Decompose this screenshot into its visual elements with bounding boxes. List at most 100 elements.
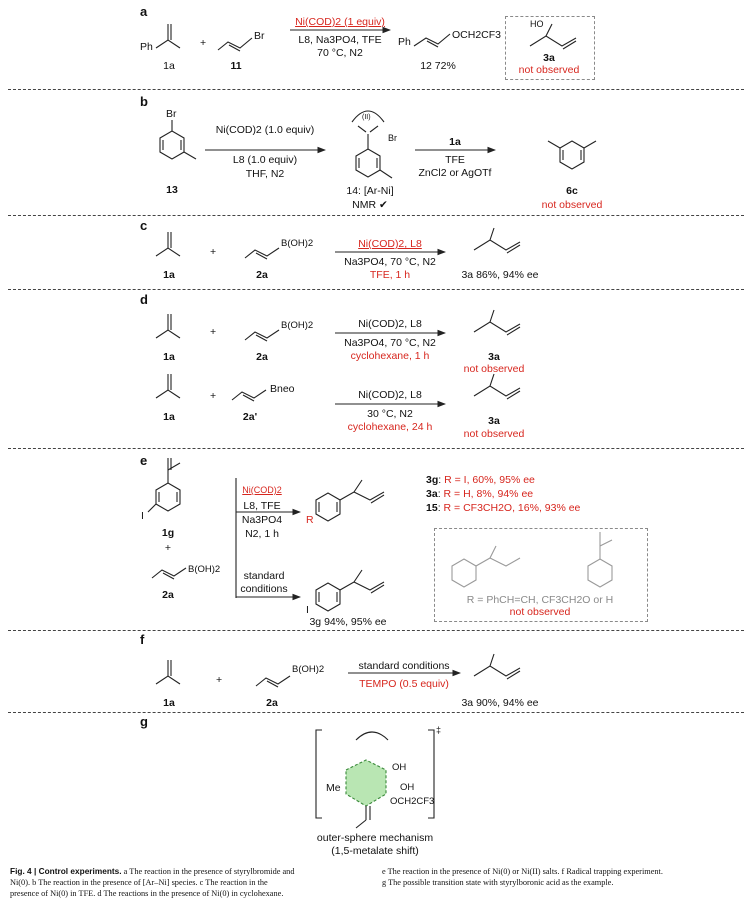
cmpd-2a: 2a [266,697,278,709]
cond-c-3: TFE, 1 h [369,269,411,281]
cond-std-2: conditions [240,583,288,595]
caption-line: g The possible transition state with sty… [382,878,614,887]
result-row: 15: R = CF3CH2O, 16%, 93% ee [426,502,581,514]
mechanism-caption-1: outer-sphere mechanism [316,832,434,844]
ph-label: Ph [398,36,411,48]
cmpd-11: 11 [230,60,242,72]
cond-b-3: THF, N2 [245,168,285,180]
cmpd-2a: 2a [256,351,268,363]
cond-d2-2: 30 °C, N2 [367,408,413,420]
plus-sign: + [216,674,223,686]
cond-b-2: L8 (1.0 equiv) [232,154,298,166]
figure-caption-right: e The reaction in the presence of Ni(0) … [382,866,744,888]
step2-tfe: TFE [445,154,465,166]
panel-e-label: e [140,453,148,468]
side-note: not observed [518,64,580,76]
nmr-check: NMR ✔ [352,199,388,211]
ni-oxidation: (II) [362,114,371,121]
cond-c-top: Ni(COD)2, L8 [358,238,422,250]
result-row: 3g: R = I, 60%, 95% ee [426,474,535,486]
cond-d1-top: Ni(COD)2, L8 [358,318,422,330]
cond-a-top: Ni(COD)2 (1 equiv) [295,16,385,28]
product-12 [413,33,451,48]
cond-a-3: 70 °C, N2 [317,47,363,59]
plus-sign: + [200,37,207,49]
panel-c-label: c [140,218,148,233]
product-6c-note: not observed [541,199,603,211]
br-label: Br [388,133,397,143]
boron-label: B(OH)2 [292,664,325,675]
box-note-1: R = PhCH=CH, CF3CH2O or H [466,594,614,606]
cond-f-bottom: TEMPO (0.5 equiv) [359,678,449,690]
caption-line: e The reaction in the presence of Ni(0) … [382,867,663,876]
caption-line: Ni(0). b The reaction in the presence of… [10,878,268,887]
side-product-box [505,16,595,80]
cond-d1-3: cyclohexane, 1 h [350,350,430,362]
cond-e-2: L8, TFE [243,500,281,512]
iodo-label: I [306,604,309,616]
bneo-label: Bneo [270,383,295,395]
cond-std-1: standard [243,570,285,582]
separator [8,630,744,631]
product-12-sub: OCH2CF3 [452,29,502,41]
cond-d1-2: Na3PO4, 70 °C, N2 [344,337,436,349]
aryl-13-ring [159,120,197,160]
separator [8,289,744,290]
side-3a-label: 3a [543,52,555,64]
separator [8,89,744,90]
cmpd-1a: 1a [163,411,175,423]
panel-b-label: b [140,94,148,109]
box-structures [451,532,613,588]
cond-d2-3: cyclohexane, 24 h [347,421,433,433]
br-label: Br [254,30,265,42]
cond-f-top: standard conditions [358,660,450,672]
r-group: R [306,514,314,526]
boron-label: B(OH)2 [281,320,314,331]
cmpd-13: 13 [166,184,178,196]
product-3a-d1: 3a [488,351,500,363]
cond-d2-top: Ni(COD)2, L8 [358,389,422,401]
step2-1a: 1a [449,136,461,148]
aryl-1g [147,458,181,513]
ho-label: HO [530,19,544,29]
plus-sign: + [210,246,217,258]
cmpd-1a: 1a [163,269,175,281]
br-label: Br [166,108,177,120]
separator [8,215,744,216]
product-3a-f: 3a 90%, 94% ee [461,697,539,709]
result-row: 3a: R = H, 8%, 94% ee [426,488,534,500]
transition-state [315,729,435,829]
plus-sign: + [164,542,172,554]
figure-title: Fig. 4 | Control experiments. [10,866,122,876]
mechanism-caption-2: (1,5-metalate shift) [331,845,419,857]
product-3a-d2: 3a [488,415,500,427]
plus-sign: + [210,326,217,338]
product-12-label: 12 72% [420,60,456,72]
separator [8,712,744,713]
product-6c: 6c [566,185,578,197]
product-3a-c: 3a 86%, 94% ee [461,269,539,281]
styryl-bromide-11 [217,37,253,52]
dagger: ‡ [436,725,442,735]
caption-line: presence of Ni(0) in TFE. d The reaction… [10,889,284,898]
intermediate-14: 14: [Ar-Ni] [346,185,394,197]
oh-label: OH [400,782,415,793]
cond-c-2: Na3PO4, 70 °C, N2 [344,256,436,268]
boron-label: B(OH)2 [188,564,221,575]
product-e-top [315,479,385,522]
product-e-bottom [315,569,385,612]
cmpd-1a: 1a [163,697,175,709]
cond-a-2: L8, Na3PO4, TFE [298,34,382,46]
not-observed-box [434,528,648,622]
cond-b-1: Ni(COD)2 (1.0 equiv) [215,124,315,136]
cmpd-1a: 1a [163,60,175,72]
ph-label: Ph [140,41,153,53]
product-3a-d2-note: not observed [463,428,525,440]
side-3a-structure [529,23,577,50]
cond-e-1: Ni(COD)2 [242,485,282,495]
iodo-label: I [141,510,144,522]
cond-e-4: N2, 1 h [245,528,279,540]
plus-sign: + [210,390,217,402]
cmpd-1a: 1a [163,351,175,363]
